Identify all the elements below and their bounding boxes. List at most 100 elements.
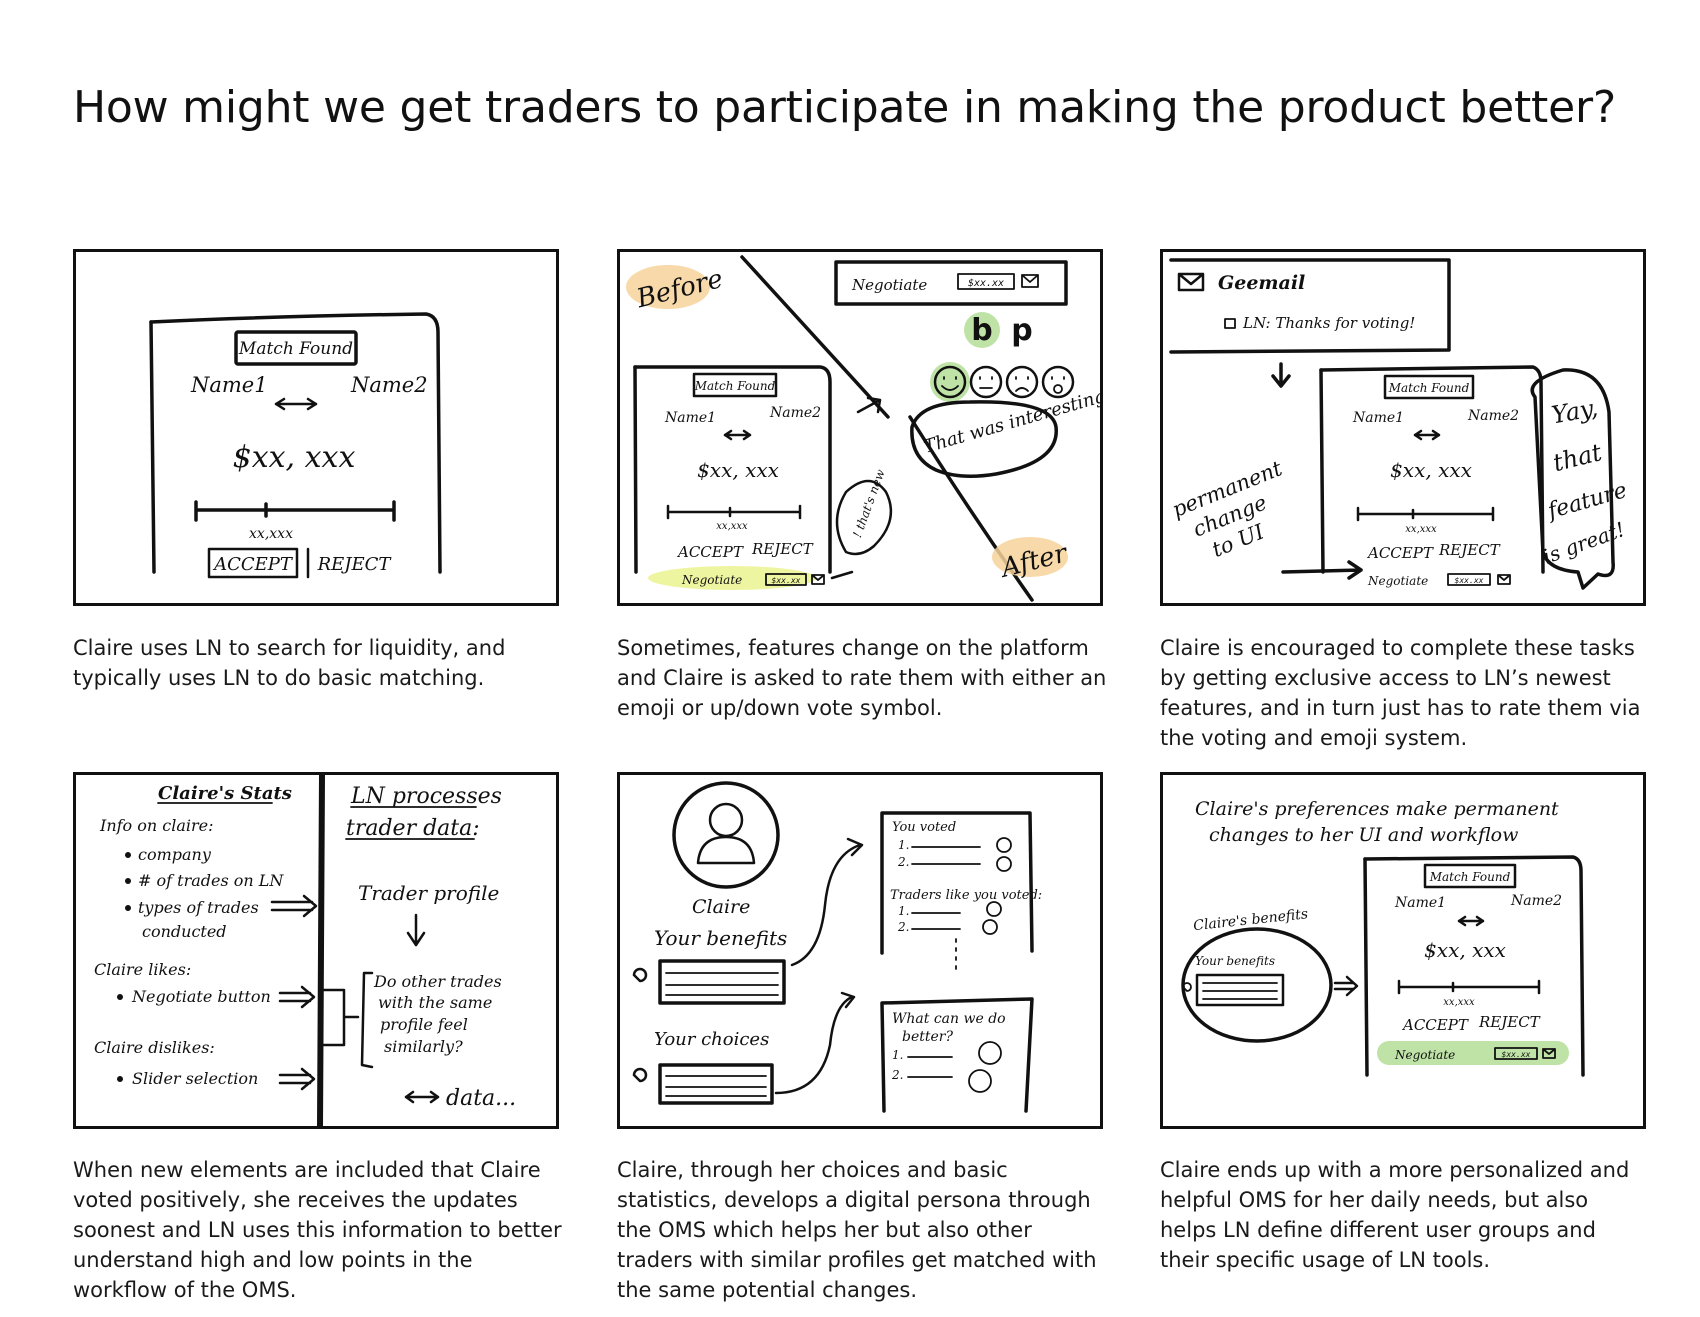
name1-label: Name1 (1394, 895, 1446, 911)
accept-label: ACCEPT (212, 554, 294, 575)
transition-arrow-icon (856, 396, 882, 414)
name1-label-small: Name1 (664, 410, 716, 426)
thumbs-down-icon: p (1011, 313, 1032, 348)
dislikes-item: Slider selection (132, 1069, 258, 1088)
storyboard-panel-3: Geemail LN: Thanks for voting! Match Fou… (1160, 249, 1646, 606)
improve-line2: better? (902, 1029, 953, 1045)
caption-5: Claire, through her choices and basic st… (617, 1158, 1097, 1302)
benefits-circle (1181, 927, 1333, 1043)
price-label: $xx, xxx (233, 440, 356, 475)
name2-label: Name2 (1467, 408, 1519, 424)
arrow-to-voted-icon (790, 837, 864, 967)
panel-4-sketch: Claire's Stats Info on claire: company #… (94, 775, 516, 1126)
panel-6-sketch: Claire's preferences make permanent chan… (1181, 798, 1585, 1077)
question-line4: similarly? (384, 1037, 463, 1056)
heart-icon (632, 967, 648, 983)
price-label: $xx, xxx (1390, 458, 1472, 482)
name2-label: Name2 (350, 373, 428, 397)
storyboard-panel-4: Claire's Stats Info on claire: company #… (73, 772, 559, 1129)
panel-5-sketch: Claire Your benefits Your choices You vo… (632, 781, 1042, 1113)
improve-line1: What can we do (892, 1011, 1006, 1027)
panel-2-sketch: Before Negotiate $xx.xx b p That was int… (626, 255, 1100, 602)
person-icon (708, 802, 744, 838)
down-arrow-icon (406, 913, 426, 947)
heading-line1: Claire's preferences make permanent (1195, 798, 1559, 820)
mail-icon (1177, 272, 1205, 292)
accept-label: ACCEPT (1366, 544, 1434, 562)
likes-head: Claire likes: (94, 960, 191, 979)
match-found-label: Match Found (1429, 870, 1511, 884)
caption-3: Claire is encouraged to complete these t… (1160, 636, 1641, 750)
range-value-small: xx,xxx (716, 521, 748, 532)
storyboard-panel-5: Claire Your benefits Your choices You vo… (617, 772, 1103, 1129)
caption-6: Claire ends up with a more personalized … (1160, 1158, 1630, 1272)
swap-arrow-icon (274, 397, 318, 411)
match-found-label: Match Found (1388, 381, 1470, 395)
info-item-1: company (138, 845, 212, 864)
small-bubble-text: ! that's new (850, 467, 888, 540)
traders-num2: 2. (897, 920, 909, 934)
your-benefits: Your benefits (1195, 954, 1275, 968)
reject-label: REJECT (1478, 1013, 1541, 1031)
question-line1: Do other trades (373, 972, 502, 991)
caption-1: Claire uses LN to search for liquidity, … (73, 636, 506, 690)
choices-label: Your choices (654, 1029, 769, 1050)
surprised-emoji-icon (1041, 365, 1075, 399)
storyboard-panel-6: Claire's preferences make permanent chan… (1160, 772, 1646, 1129)
question-line2: with the same (378, 993, 492, 1012)
negotiate-label-top: Negotiate (851, 276, 927, 294)
match-found-label: Match Found (238, 339, 353, 359)
caption-4: When new elements are included that Clai… (73, 1158, 562, 1302)
avatar-circle (672, 781, 780, 889)
range-value: xx,xxx (249, 526, 293, 542)
voted-label: You voted (892, 820, 956, 835)
caption-2: Sometimes, features change on the platfo… (617, 636, 1107, 720)
stats-title: Claire's Stats (158, 783, 292, 804)
price-chip-top: $xx.xx (968, 278, 1004, 289)
match-found-label-small: Match Found (694, 379, 776, 393)
trader-profile: Trader profile (358, 881, 499, 905)
down-arrow-icon (1271, 362, 1291, 388)
neutral-emoji-icon (969, 365, 1003, 399)
yay-line1: Yay, (1549, 394, 1599, 430)
reject-label: REJECT (317, 554, 393, 575)
info-head: Info on claire: (99, 816, 214, 835)
negotiate-label: Negotiate (1367, 574, 1428, 588)
price-chip: $xx.xx (1455, 576, 1484, 585)
mail-app-name: Geemail (1218, 272, 1305, 294)
range-value: xx,xxx (1405, 524, 1437, 535)
reject-label-small: REJECT (751, 540, 814, 558)
likes-item: Negotiate button (131, 987, 271, 1006)
name2-label: Name2 (1510, 893, 1562, 909)
price-label: $xx, xxx (1424, 938, 1506, 962)
heading-line2: changes to her UI and workflow (1209, 824, 1518, 846)
change-arrow-icon (1281, 560, 1363, 580)
avatar-name: Claire (692, 896, 750, 918)
heart-icon-2 (632, 1067, 648, 1083)
mail-icon (1021, 274, 1039, 288)
thumbs-up-icon: b (971, 313, 992, 348)
accept-label-small: ACCEPT (676, 543, 744, 561)
dislikes-head: Claire dislikes: (94, 1038, 215, 1057)
benefits-label: Your benefits (654, 926, 787, 950)
page-title: How might we get traders to participate … (73, 82, 1617, 133)
voted-num2: 2. (897, 855, 909, 869)
process-title-2: trader data: (346, 816, 480, 841)
traders-num1: 1. (898, 904, 909, 918)
reject-label: REJECT (1438, 541, 1501, 559)
negotiate-label-small: Negotiate (681, 573, 742, 587)
process-title-1: LN processes (350, 784, 502, 809)
name1-label: Name1 (190, 373, 268, 397)
yay-line2: that (1550, 438, 1605, 477)
name1-label: Name1 (1352, 410, 1404, 426)
price-chip-small: $xx.xx (772, 576, 801, 585)
sad-emoji-icon (1005, 365, 1039, 399)
negotiate-label: Negotiate (1394, 1048, 1455, 1062)
panel-1-sketch: Match Found Name1 Name2 $xx, xxx xx,xxx … (149, 312, 442, 579)
range-slider (194, 500, 396, 522)
mail-subject: LN: Thanks for voting! (1242, 314, 1415, 332)
info-item-2: # of trades on LN (138, 871, 284, 890)
info-item-4: conducted (142, 922, 227, 941)
accept-label: ACCEPT (1401, 1016, 1469, 1034)
price-label-small: $xx, xxx (697, 458, 779, 482)
